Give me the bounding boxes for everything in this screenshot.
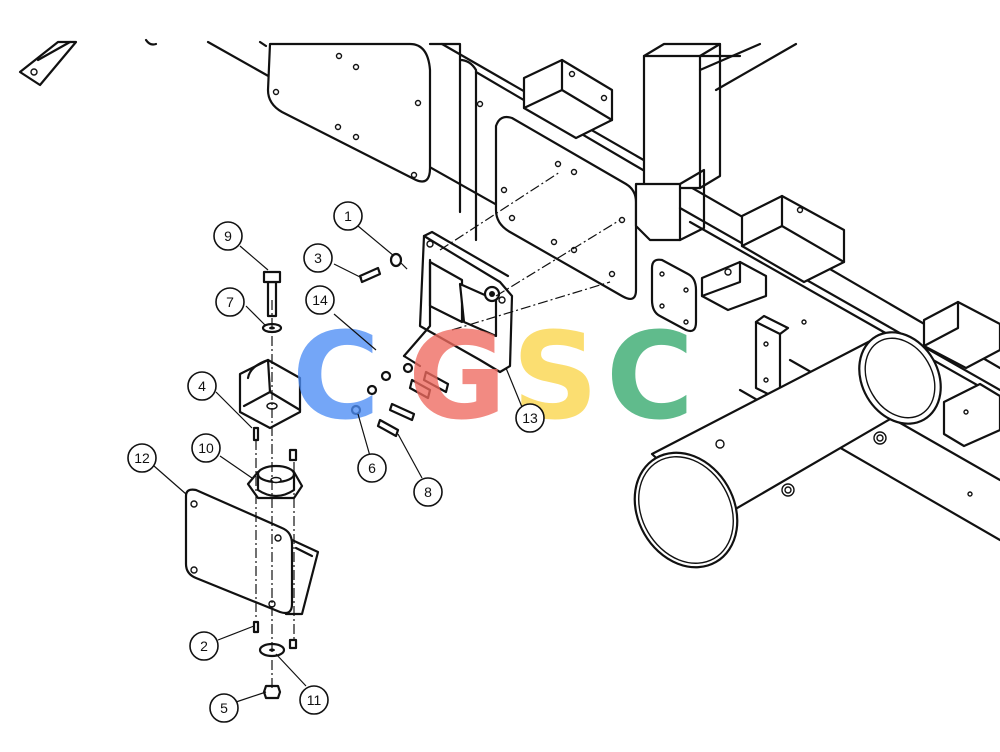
mount-plate-12 [184, 488, 320, 616]
svg-text:14: 14 [312, 292, 328, 308]
callout-4: 4 [187, 371, 217, 401]
watermark-letter-c1: C [292, 308, 380, 447]
callout-9: 9 [213, 221, 243, 251]
isolator-mount-10 [246, 464, 304, 500]
callout-3: 3 [303, 243, 333, 273]
callout-5: 5 [209, 693, 239, 723]
svg-text:2: 2 [200, 638, 208, 654]
callout-10: 10 [191, 433, 221, 463]
svg-text:9: 9 [224, 228, 232, 244]
svg-text:1: 1 [344, 208, 352, 224]
callout-12: 12 [127, 443, 157, 473]
callout-leaders [153, 225, 525, 703]
svg-text:4: 4 [198, 378, 206, 394]
watermark-letter-g: G [408, 308, 507, 447]
callout-11: 11 [299, 685, 329, 715]
svg-text:8: 8 [424, 484, 432, 500]
mount-bracket-13 [402, 230, 514, 374]
svg-text:12: 12 [134, 450, 150, 466]
callout-13: 13 [515, 403, 545, 433]
watermark-letter-c2: C [606, 308, 694, 447]
callout-1: 1 [333, 201, 363, 231]
callout-7: 7 [215, 287, 245, 317]
svg-text:6: 6 [368, 460, 376, 476]
svg-text:7: 7 [226, 294, 234, 310]
support-bracket-14 [238, 358, 302, 430]
callout-8: 8 [413, 477, 443, 507]
centerlines [255, 171, 621, 690]
svg-text:10: 10 [198, 440, 214, 456]
callout-14: 14 [305, 285, 335, 315]
chassis-frame [18, 38, 1000, 569]
fasteners [252, 252, 450, 700]
callout-6: 6 [357, 453, 387, 483]
svg-text:13: 13 [522, 410, 538, 426]
svg-text:3: 3 [314, 250, 322, 266]
callout-2: 2 [189, 631, 219, 661]
svg-text:11: 11 [307, 692, 322, 708]
svg-text:5: 5 [220, 700, 228, 716]
callouts: 1 2 3 4 5 6 7 8 [127, 201, 545, 723]
watermark: C G S C [292, 308, 694, 447]
